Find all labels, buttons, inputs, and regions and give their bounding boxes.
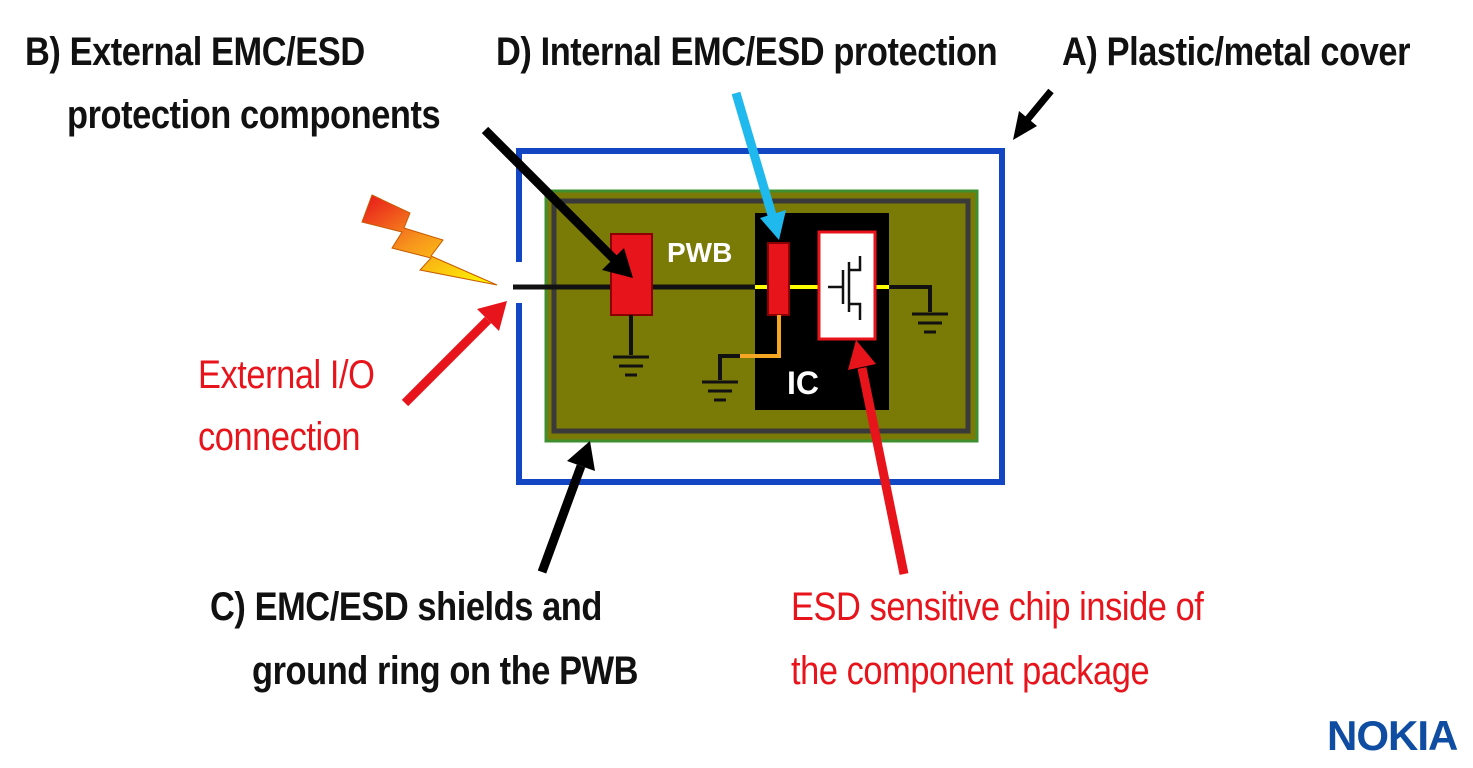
label-c-line1: C) EMC/ESD shields and xyxy=(210,585,602,629)
label-chip-line2: the component package xyxy=(791,649,1150,693)
arrow-to-sensitive-chip xyxy=(848,340,909,575)
output-ground-trace xyxy=(889,285,932,312)
arrow-to-external-protection xyxy=(481,126,633,278)
internal-ground-lead xyxy=(718,354,740,380)
label-c-line2: ground ring on the PWB xyxy=(252,649,639,693)
ic-label: IC xyxy=(787,365,819,401)
arrow-to-cover xyxy=(1013,88,1054,140)
ground-symbol-icon xyxy=(702,380,738,402)
esd-sensitive-chip xyxy=(817,230,877,341)
ground-symbol-icon xyxy=(912,312,948,334)
label-a: A) Plastic/metal cover xyxy=(1062,30,1411,74)
transistor-symbol-icon xyxy=(828,256,862,320)
nokia-logo: NOKIA xyxy=(1327,712,1458,759)
ground-ring xyxy=(551,198,971,434)
internal-protection-component xyxy=(767,242,790,316)
arrow-to-internal-protection xyxy=(731,91,786,240)
label-b-line1: B) External EMC/ESD xyxy=(25,30,365,74)
pwb-label: PWB xyxy=(667,237,732,268)
arrow-to-io-connection xyxy=(401,301,507,407)
lightning-bolt-icon xyxy=(361,194,498,286)
label-io-line1: External I/O xyxy=(198,353,375,397)
label-io-line2: connection xyxy=(198,415,361,459)
label-d: D) Internal EMC/ESD protection xyxy=(496,30,998,74)
ground-symbol-icon xyxy=(613,355,649,377)
label-chip-line1: ESD sensitive chip inside of xyxy=(791,585,1204,629)
label-b-line2: protection components xyxy=(67,93,441,137)
arrow-to-ground-ring xyxy=(537,441,595,574)
